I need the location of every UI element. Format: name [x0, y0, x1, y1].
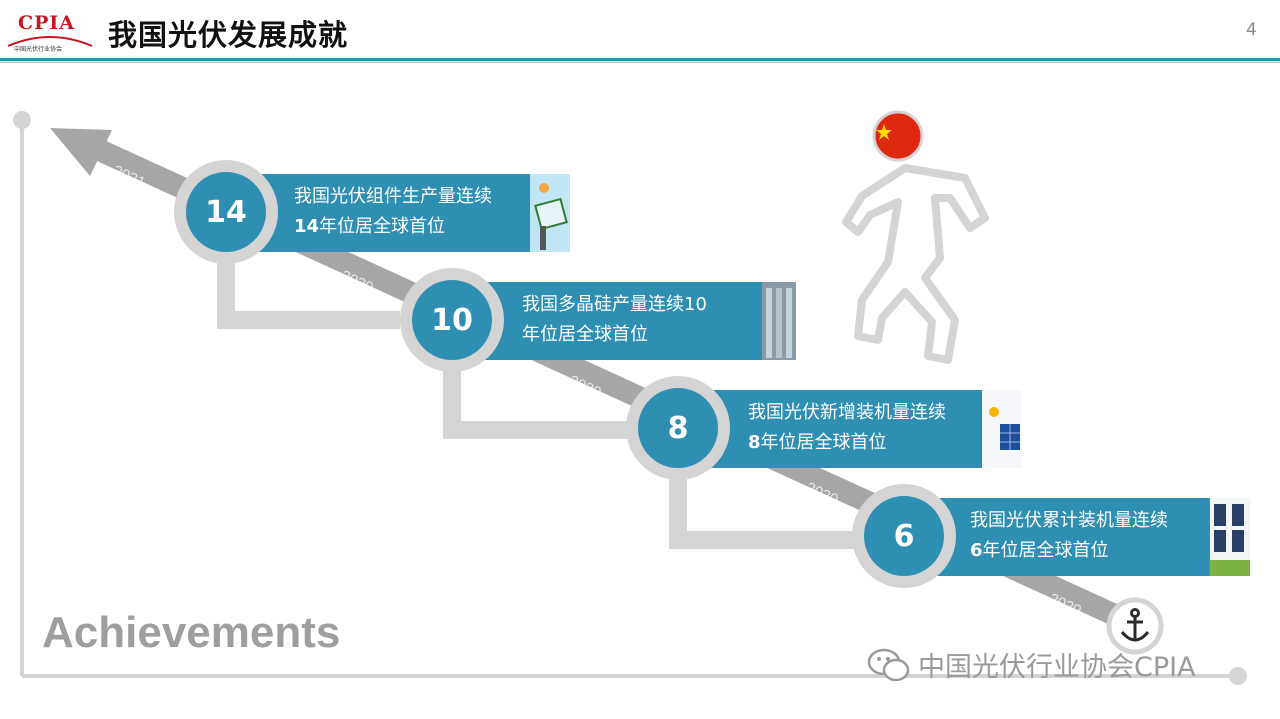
logo-swoosh-icon	[7, 36, 93, 47]
card-line2-text: 年位居全球首位	[982, 540, 1109, 561]
card-line2-number: 8	[748, 432, 761, 453]
header-divider	[0, 58, 1280, 61]
card-line1: 我国光伏新增装机量连续	[748, 402, 946, 423]
header-divider-thin	[0, 62, 1280, 63]
step-number-circle-2: 10	[400, 268, 504, 372]
growth-arrow-head-icon	[50, 128, 112, 176]
card-line2-number: 6	[970, 540, 983, 561]
stair-connector-2	[443, 360, 630, 439]
card-line1: 我国光伏组件生产量连续	[294, 186, 492, 207]
card-line2-number: 14	[294, 216, 320, 237]
achievement-card-new-capacity: 我国光伏新增装机量连续 8年位居全球首位	[692, 390, 982, 468]
slide-header: CPIA 中国光伏行业协会 我国光伏发展成就 4	[0, 0, 1280, 63]
logo-subtitle: 中国光伏行业协会	[14, 46, 63, 53]
step-number-circle-1: 14	[174, 160, 278, 264]
logo-text: CPIA	[18, 12, 76, 34]
achievement-card-cumulative-capacity: 我国光伏累计装机量连续 6年位居全球首位	[918, 498, 1210, 576]
page-title: 我国光伏发展成就	[108, 18, 349, 52]
flag-star-icon	[876, 124, 892, 140]
polysilicon-rods-icon	[762, 282, 796, 360]
axis-top-dot-icon	[13, 111, 31, 129]
axis-end-dot-icon	[1229, 667, 1247, 685]
stair-connector-3	[669, 470, 858, 549]
card-line2-text: 年位居全球首位	[319, 216, 446, 237]
card-line2-text: 年位居全球首位	[522, 324, 648, 345]
solar-panel-worker-icon	[530, 174, 570, 252]
step-number-circle-3: 8	[626, 376, 730, 480]
card-line2-text: 年位居全球首位	[760, 432, 887, 453]
wechat-icon	[867, 648, 910, 682]
achievement-card-polysilicon: 我国多晶硅产量连续10 年位居全球首位	[466, 282, 764, 360]
card-line1: 我国多晶硅产量连续10	[522, 294, 707, 315]
anchor-icon	[1120, 608, 1150, 642]
sun-solar-panel-icon	[982, 390, 1022, 468]
cpia-logo: CPIA 中国光伏行业协会	[6, 6, 94, 56]
china-flag-icon	[872, 110, 924, 162]
achievement-card-modules: 我国光伏组件生产量连续 14年位居全球首位	[240, 174, 530, 252]
card-line1: 我国光伏累计装机量连续	[970, 510, 1168, 531]
source-watermark: 中国光伏行业协会CPIA	[918, 652, 1196, 683]
page-number: 4	[1246, 20, 1257, 40]
step-number-circle-4: 6	[852, 484, 956, 588]
solar-farm-icon	[1210, 498, 1250, 576]
runner-figure-icon	[842, 164, 989, 364]
stair-connector-1	[217, 255, 400, 329]
achievements-caption: Achievements	[42, 608, 341, 657]
